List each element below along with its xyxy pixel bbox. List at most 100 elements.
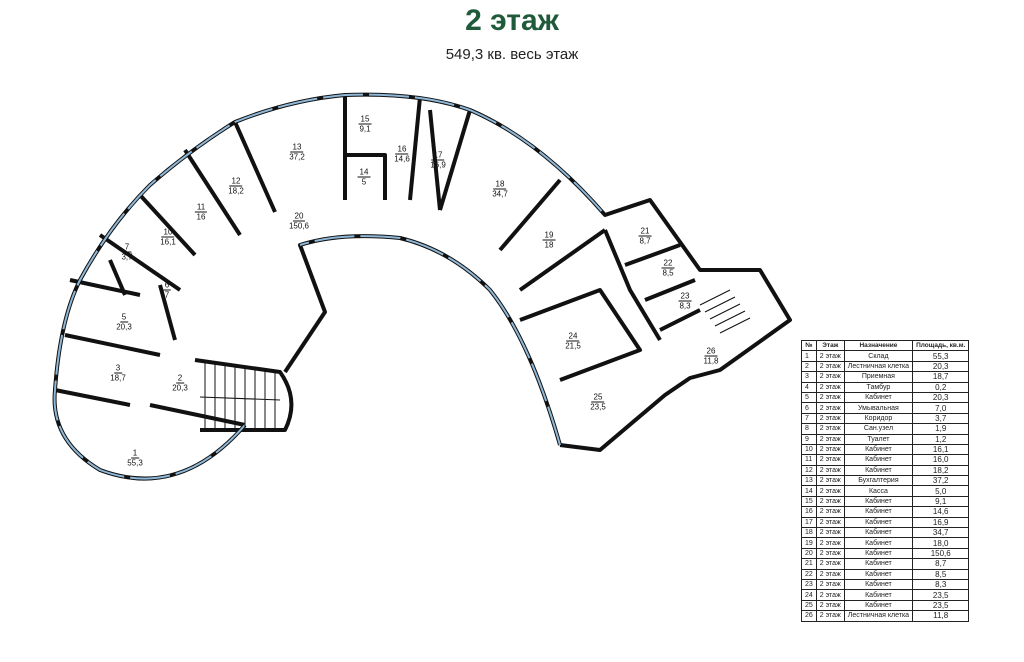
cell-floor: 2 этаж: [815, 589, 845, 601]
cell-floor: 2 этаж: [815, 537, 845, 549]
cell-purpose: Склад: [843, 350, 914, 362]
room-area: 150,6: [288, 221, 310, 231]
cell-area: 18,7: [912, 371, 970, 383]
cell-floor: 2 этаж: [815, 506, 845, 518]
cell-number: 21: [801, 558, 817, 570]
cell-floor: 2 этаж: [815, 516, 845, 529]
room-area: 37,2: [289, 152, 305, 162]
room-number: 19: [542, 230, 556, 241]
cell-purpose: Сан.узел: [843, 423, 914, 435]
cell-floor: 2 этаж: [815, 558, 845, 570]
cell-purpose: Кабинет: [843, 568, 914, 581]
cell-purpose: Кабинет: [843, 527, 914, 539]
cell-area: 1,9: [912, 423, 970, 435]
stair-2-steps: [199, 362, 281, 428]
cell-number: 22: [801, 568, 817, 581]
cell-number: 20: [801, 547, 817, 560]
cell-area: 18,0: [912, 537, 970, 549]
cell-purpose: Кабинет: [843, 547, 914, 560]
cell-area: 1,2: [912, 433, 970, 445]
cell-purpose: Кабинет: [843, 464, 914, 477]
cell-area: 11,8: [912, 610, 970, 622]
cell-purpose: Кабинет: [843, 443, 914, 456]
cell-number: 6: [801, 402, 817, 414]
room-number: 22: [661, 258, 675, 269]
room-area: 14,6: [394, 154, 410, 164]
room-area: 8,7: [639, 236, 651, 246]
cell-area: 20,3: [912, 360, 970, 373]
cell-purpose: Кабинет: [843, 589, 914, 601]
cell-number: 10: [801, 443, 817, 456]
room-area: 3,7: [121, 252, 133, 262]
room-area: 18: [544, 240, 554, 250]
room-number: 7: [122, 242, 132, 253]
cell-number: 2: [801, 360, 817, 373]
cell-area: 18,2: [912, 464, 970, 477]
cell-area: 150,6: [912, 547, 970, 560]
cell-area: 34,7: [912, 527, 970, 539]
cell-number: 11: [801, 454, 817, 466]
room-area: 11,8: [703, 356, 719, 366]
cell-floor: 2 этаж: [815, 610, 845, 622]
room-number: 11: [194, 202, 208, 213]
room-number: 18: [493, 179, 507, 190]
room-number: 20: [292, 211, 306, 222]
cell-purpose: Бухгалтерия: [843, 475, 914, 487]
cell-area: 7,0: [912, 402, 970, 414]
cell-area: 3,7: [912, 412, 970, 425]
cell-purpose: Кабинет: [843, 391, 914, 404]
cell-number: 24: [801, 589, 817, 601]
cell-area: 16,9: [912, 516, 970, 529]
cell-area: 55,3: [912, 350, 970, 362]
room-area: 5: [361, 177, 367, 187]
cell-floor: 2 этаж: [815, 350, 845, 362]
floor-plan: [52, 92, 792, 481]
room-number: 16: [395, 144, 409, 155]
room-number: 1: [130, 448, 140, 459]
room-area: 7: [164, 290, 170, 300]
cell-number: 3: [801, 371, 817, 383]
cell-purpose: Кабинет: [843, 495, 914, 508]
cell-number: 7: [801, 412, 817, 425]
room-number: 12: [229, 176, 243, 187]
cell-purpose: Кабинет: [843, 599, 914, 612]
cell-purpose: Кабинет: [843, 506, 914, 518]
cell-number: 12: [801, 464, 817, 477]
cell-area: 0,2: [912, 381, 970, 393]
cell-floor: 2 этаж: [815, 402, 845, 414]
cell-purpose: Лестничная клетка: [843, 360, 914, 373]
floor-area-subtitle: 549,3 кв. весь этаж: [445, 46, 579, 63]
cell-floor: 2 этаж: [815, 527, 845, 539]
room-area: 21,5: [565, 341, 581, 351]
cell-purpose: Кабинет: [843, 578, 914, 591]
column-header: Этаж: [815, 339, 845, 352]
cell-floor: 2 этаж: [815, 568, 845, 581]
cell-number: 18: [801, 527, 817, 539]
cell-area: 37,2: [912, 475, 970, 487]
room-number: 5: [119, 312, 129, 323]
window-strip-inner: [299, 235, 561, 446]
cell-purpose: Лестничная клетка: [843, 610, 914, 622]
room-area: 9,1: [359, 124, 371, 134]
cell-floor: 2 этаж: [815, 391, 845, 404]
